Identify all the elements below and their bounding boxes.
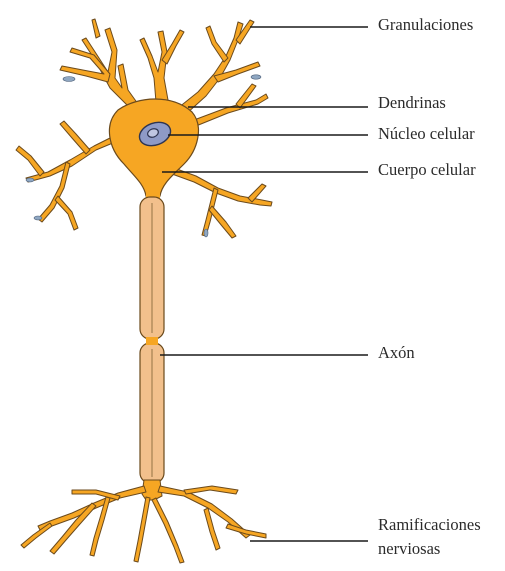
cell-body xyxy=(109,99,198,196)
terminal-left-upper xyxy=(72,490,120,500)
terminal-center-right xyxy=(152,498,184,563)
dendrite-upper-right-twig xyxy=(206,26,228,62)
axon-terminals xyxy=(21,480,266,563)
dendrite-lower-right-twig xyxy=(209,206,236,238)
dendrite-left-lower-twig xyxy=(55,196,78,230)
terminal-far-left xyxy=(21,523,52,548)
terminal-left-down xyxy=(50,503,96,554)
dendrite-upper-left-twig xyxy=(92,19,100,38)
dendrite-right-arm xyxy=(194,94,268,126)
label-granulaciones: Granulaciones xyxy=(378,14,473,36)
dendrite-lower-right xyxy=(172,168,272,206)
label-ramificaciones: Ramificaciones xyxy=(378,514,481,536)
label-nerviosas: nerviosas xyxy=(378,538,440,560)
dendrite-top-center xyxy=(140,31,168,102)
dendrite-upper-left xyxy=(82,28,138,110)
label-cuerpo-celular: Cuerpo celular xyxy=(378,159,476,181)
dendrite-left-top-twig xyxy=(16,146,44,176)
terminal-right-upper xyxy=(184,486,238,494)
label-axon: Axón xyxy=(378,342,415,364)
label-nucleo-celular: Núcleo celular xyxy=(378,123,475,145)
dendrite-left-upper xyxy=(60,121,90,154)
axon xyxy=(140,192,164,483)
terminal-center xyxy=(134,497,150,562)
axon-node xyxy=(146,337,158,345)
label-dendrinas: Dendrinas xyxy=(378,92,446,114)
